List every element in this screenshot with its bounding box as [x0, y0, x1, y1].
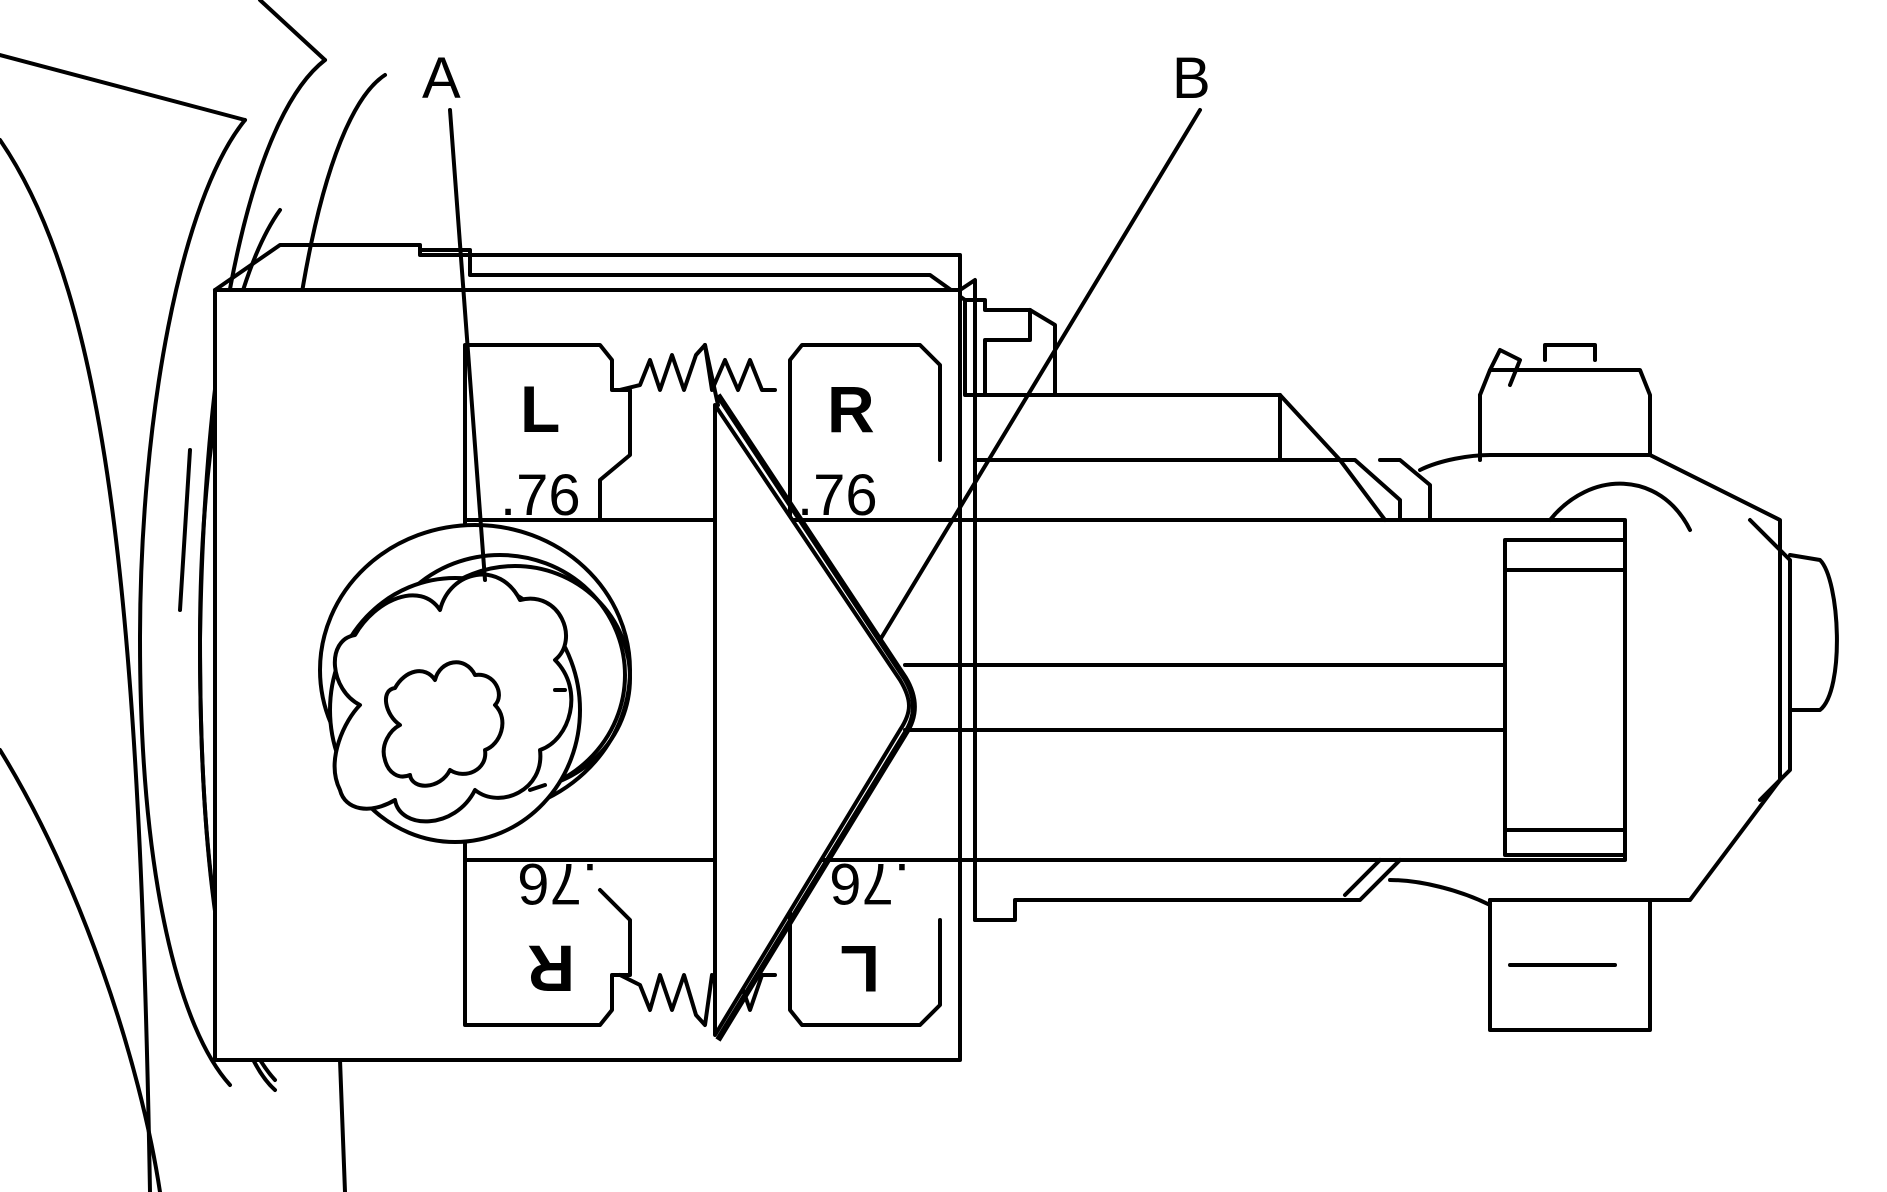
- callouts: A B: [422, 46, 1211, 111]
- scale-top-left-value: .76: [500, 463, 581, 528]
- scale-bottom-left-value: .76: [517, 851, 598, 916]
- callout-leaders: [448, 108, 1202, 642]
- callout-b: B: [1172, 46, 1211, 111]
- housing-top-steps: [213, 243, 1282, 462]
- scale-top-right-value: .76: [797, 463, 878, 528]
- scale-top-right-letter: R: [827, 372, 875, 446]
- scale-bottom-right-value: .76: [829, 851, 910, 916]
- scale-bottom-left-letter: R: [527, 932, 575, 1006]
- torx-bolt: [318, 523, 632, 844]
- callout-b-leader: [878, 108, 1202, 642]
- callout-a-leader: [448, 108, 487, 582]
- pointer-indicator: [713, 393, 917, 1042]
- rail-slots: [903, 538, 1627, 857]
- scale-labels: L .76 R .76 R .76 L .76: [500, 372, 910, 1006]
- upper-scale-window: [463, 343, 942, 522]
- scale-bottom-right-letter: L: [840, 932, 880, 1006]
- scale-top-left-letter: L: [520, 372, 560, 446]
- right-housing: [973, 343, 1839, 1032]
- callout-a: A: [422, 46, 461, 111]
- lower-scale-window: [463, 848, 942, 1027]
